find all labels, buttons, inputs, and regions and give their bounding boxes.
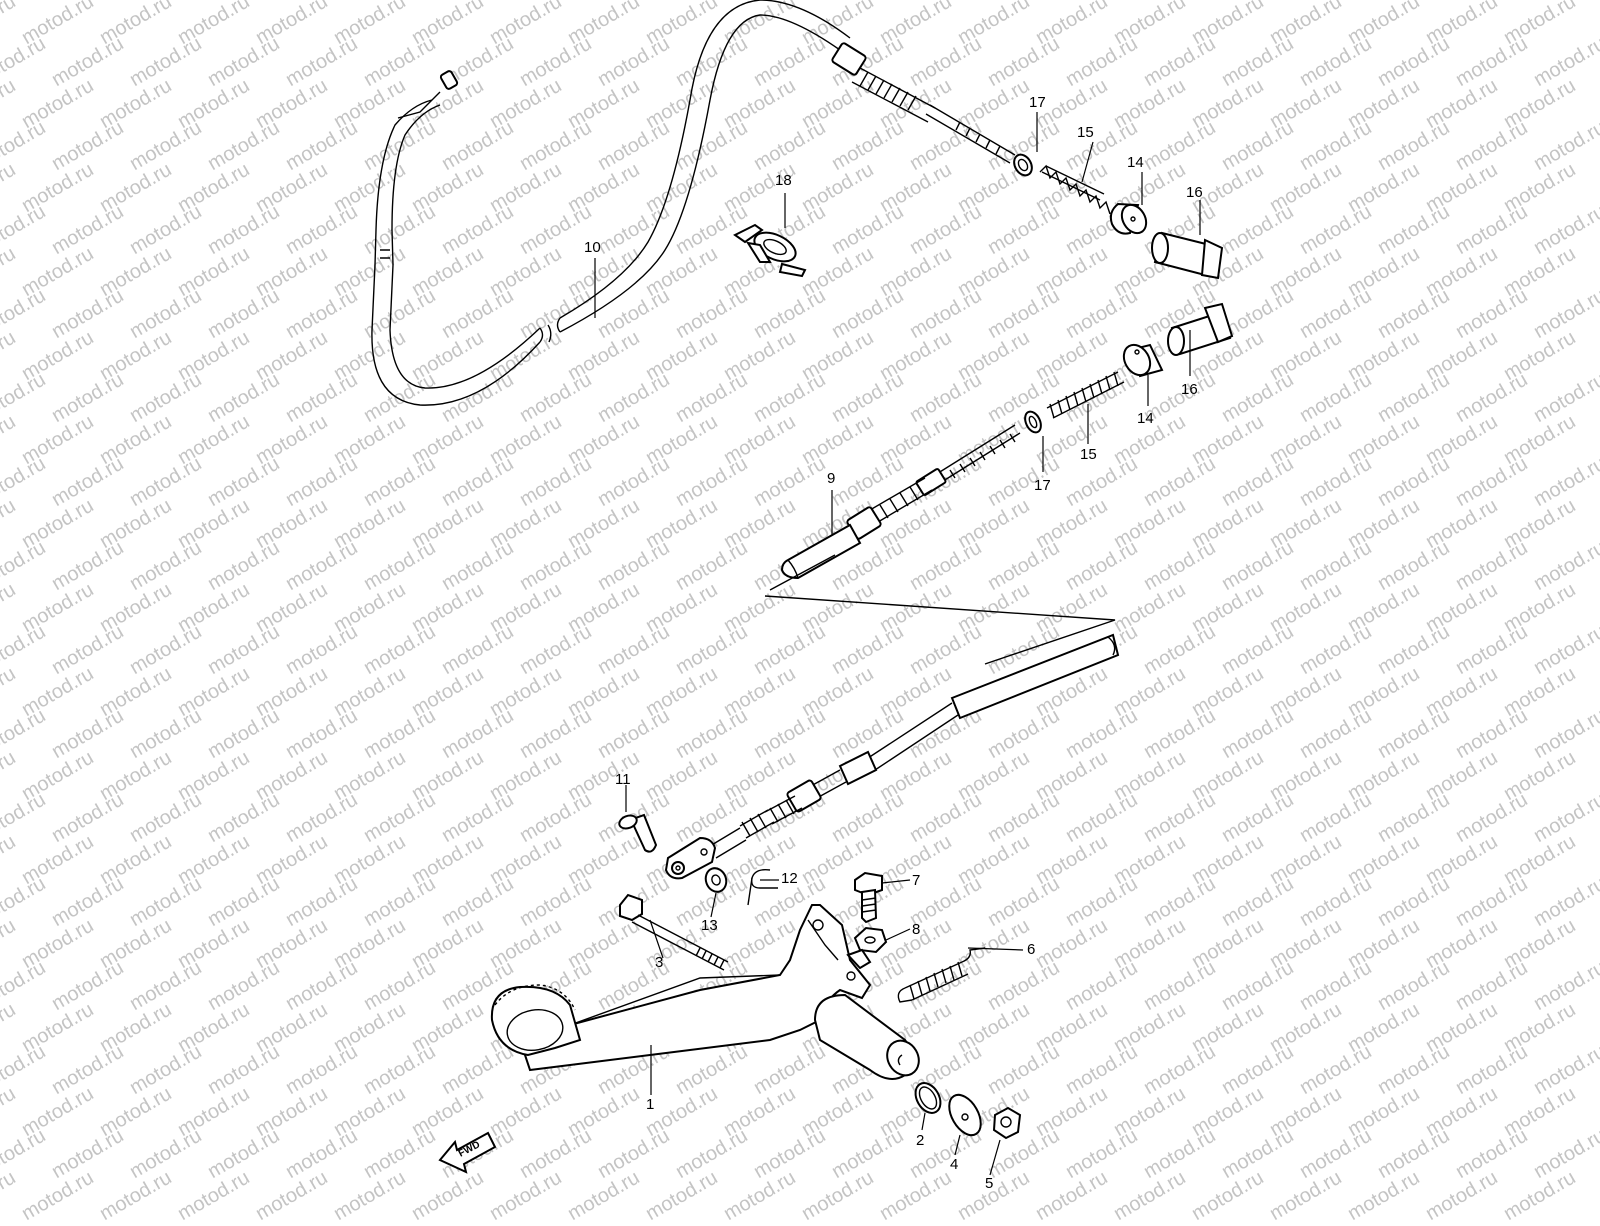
part-8-nut: [853, 926, 888, 954]
callout-18: 18: [775, 172, 792, 189]
diagram-drawing: [371, 0, 1234, 1176]
callout-15-upper: 15: [1077, 124, 1094, 141]
callout-14-lower: 14: [1137, 410, 1154, 427]
callout-17-upper: 17: [1029, 94, 1046, 111]
part-13-washer: [704, 867, 728, 893]
part-18-clamp: [733, 223, 807, 278]
part-1-brake-pedal: [490, 904, 920, 1080]
callout-7: 7: [912, 872, 921, 889]
part-14-pin-upper: [1109, 202, 1148, 235]
callout-10: 10: [584, 239, 601, 256]
part-14-pin-lower: [1122, 343, 1164, 378]
callout-16-upper: 16: [1186, 184, 1203, 201]
callout-3: 3: [655, 954, 664, 971]
callout-14-upper: 14: [1127, 154, 1144, 171]
part-15-spring-upper: [1039, 164, 1111, 215]
callout-9: 9: [827, 470, 836, 487]
part-16-joint-lower: [1167, 302, 1234, 356]
part-3-bolt: [619, 893, 729, 971]
part-2-o-ring: [914, 1082, 942, 1114]
part-12-cotter-pin: [747, 868, 778, 906]
part-4-washer: [948, 1093, 982, 1137]
callout-5: 5: [985, 1175, 994, 1192]
part-17-washer-lower: [1024, 410, 1042, 434]
part-11-pin: [618, 813, 658, 853]
part-5-nut: [992, 1106, 1022, 1140]
callout-8: 8: [912, 921, 921, 938]
part-9-brake-cable-lower: [664, 424, 1120, 880]
callout-11: 11: [615, 771, 631, 788]
callout-13: 13: [701, 917, 718, 934]
callout-15-lower: 15: [1080, 446, 1097, 463]
callout-2: 2: [916, 1132, 925, 1149]
callout-1: 1: [646, 1096, 655, 1113]
part-16-joint-upper: [1151, 231, 1224, 280]
part-15-spring-lower: [1046, 371, 1125, 419]
fwd-arrow-icon: [438, 1131, 497, 1174]
part-7-bolt: [854, 871, 883, 924]
part-17-washer-upper: [1013, 153, 1033, 177]
callout-12: 12: [781, 870, 798, 887]
callout-17-lower: 17: [1034, 477, 1051, 494]
part-6-spring: [897, 947, 986, 1003]
part-10-brake-cable-upper: [371, 0, 1016, 406]
callout-6: 6: [1027, 941, 1036, 958]
callout-4: 4: [950, 1156, 959, 1173]
callout-16-lower: 16: [1181, 381, 1198, 398]
leader-lines: [594, 112, 1201, 1176]
